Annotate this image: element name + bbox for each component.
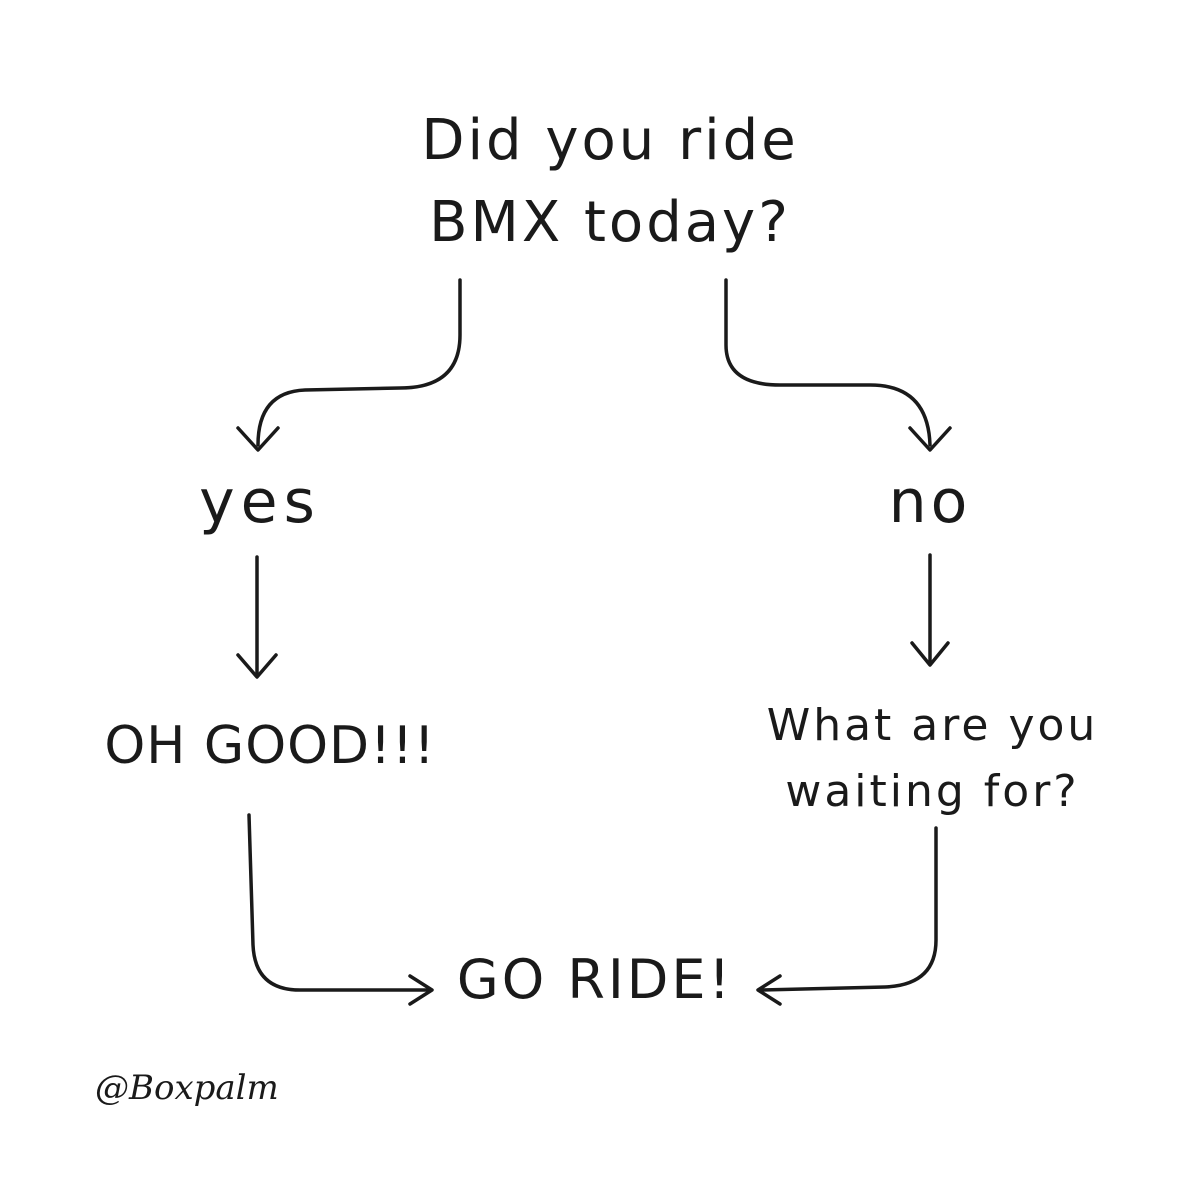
arrow-no-to-waiting — [910, 553, 950, 667]
question-node: Did you ride BMX today? — [330, 100, 890, 264]
no-response-line-2: waiting for? — [785, 766, 1080, 817]
answer-no: no — [888, 467, 972, 537]
answer-yes: yes — [199, 467, 321, 537]
arrow-question-to-yes — [236, 278, 462, 452]
no-response-line-1: What are you — [766, 700, 1099, 751]
question-line-2: BMX today? — [429, 190, 791, 255]
outcome-node: GO RIDE! — [456, 948, 734, 1011]
arrow-oh-good-to-go-ride — [247, 813, 434, 1006]
arrow-waiting-to-go-ride — [756, 826, 938, 1006]
question-line-1: Did you ride — [421, 108, 799, 173]
arrow-yes-to-oh-good — [236, 555, 278, 679]
artist-signature: @Boxpalm — [95, 1068, 279, 1108]
arrow-question-to-no — [724, 278, 952, 452]
yes-response-node: OH GOOD!!! — [104, 716, 436, 776]
no-response-node: What are you waiting for? — [695, 693, 1170, 825]
